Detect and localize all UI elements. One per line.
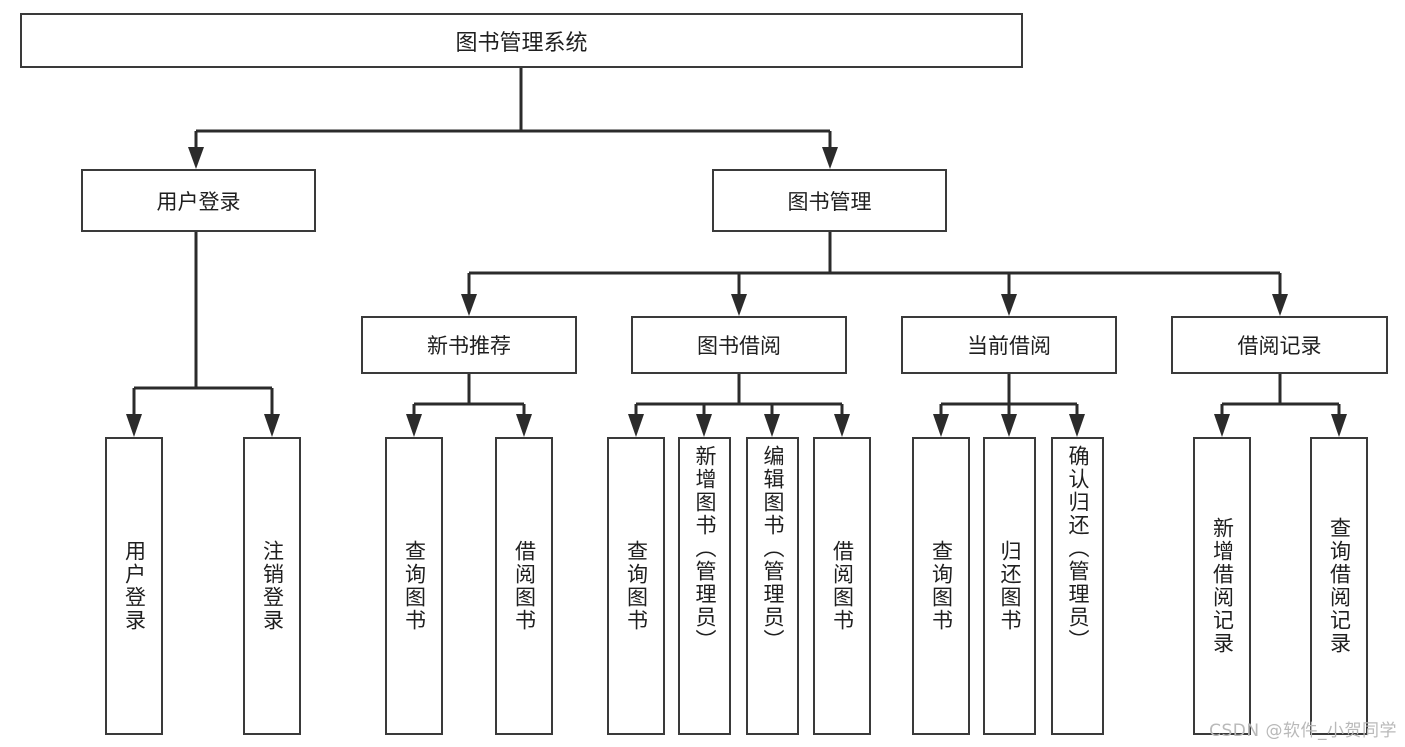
node-label: 当前借阅: [967, 334, 1051, 358]
node-label: 新增借阅记录: [1210, 517, 1235, 655]
node-book-management[interactable]: 图书管理: [712, 169, 947, 232]
node-label: 查询图书: [929, 540, 954, 632]
node-book-borrow[interactable]: 图书借阅: [631, 316, 847, 374]
leaf-logout[interactable]: 注销登录: [243, 437, 301, 735]
node-label: 查询图书: [402, 540, 427, 632]
node-label: 借阅图书: [512, 540, 537, 632]
node-label: 用户登录: [122, 540, 147, 632]
node-label: 注销登录: [260, 540, 285, 632]
node-label: 查询借阅记录: [1327, 517, 1352, 655]
node-label: 图书管理: [787, 189, 872, 214]
leaf-confirm-return-admin[interactable]: 确认归还（管理员）: [1051, 437, 1104, 735]
leaf-query-book-recommend[interactable]: 查询图书: [385, 437, 443, 735]
leaf-add-borrow-record[interactable]: 新增借阅记录: [1193, 437, 1251, 735]
leaf-edit-book-admin[interactable]: 编辑图书（管理员）: [746, 437, 799, 735]
node-label: 新增图书（管理员）: [693, 445, 717, 652]
leaf-user-login[interactable]: 用户登录: [105, 437, 163, 735]
node-current-borrow[interactable]: 当前借阅: [901, 316, 1117, 374]
node-label: 编辑图书（管理员）: [761, 445, 785, 652]
node-label: 借阅记录: [1237, 334, 1322, 358]
leaf-borrow-book[interactable]: 借阅图书: [813, 437, 871, 735]
leaf-borrow-book-recommend[interactable]: 借阅图书: [495, 437, 553, 735]
node-label: 图书管理系统: [455, 30, 588, 56]
node-new-book-recommend[interactable]: 新书推荐: [361, 316, 577, 374]
node-user-login[interactable]: 用户登录: [81, 169, 316, 232]
node-borrow-record[interactable]: 借阅记录: [1171, 316, 1388, 374]
node-label: 借阅图书: [830, 540, 855, 632]
node-label: 确认归还（管理员）: [1066, 445, 1090, 652]
watermark-text: CSDN @软件_小贺同学: [1209, 721, 1397, 741]
leaf-add-book-admin[interactable]: 新增图书（管理员）: [678, 437, 731, 735]
node-root-system[interactable]: 图书管理系统: [20, 13, 1023, 68]
leaf-return-book[interactable]: 归还图书: [983, 437, 1036, 735]
node-label: 图书借阅: [697, 334, 781, 358]
leaf-query-book-current[interactable]: 查询图书: [912, 437, 970, 735]
leaf-query-borrow-record[interactable]: 查询借阅记录: [1310, 437, 1368, 735]
leaf-query-book-borrow[interactable]: 查询图书: [607, 437, 665, 735]
node-label: 归还图书: [998, 540, 1022, 632]
node-label: 新书推荐: [427, 334, 511, 358]
node-label: 查询图书: [624, 540, 649, 632]
node-label: 用户登录: [156, 189, 241, 214]
